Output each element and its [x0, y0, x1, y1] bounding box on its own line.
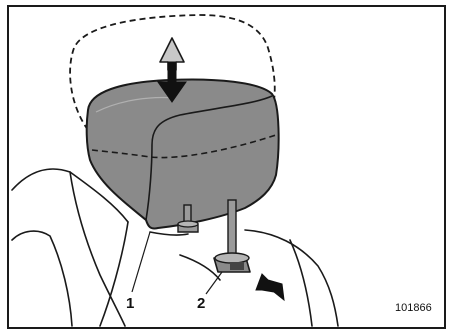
- callout-label-release-button: 2: [197, 295, 205, 312]
- release-button: [214, 253, 250, 272]
- figure-code: 101866: [395, 302, 432, 314]
- callout-label-headrest: 1: [126, 295, 134, 312]
- headrest-post-right: [228, 200, 236, 256]
